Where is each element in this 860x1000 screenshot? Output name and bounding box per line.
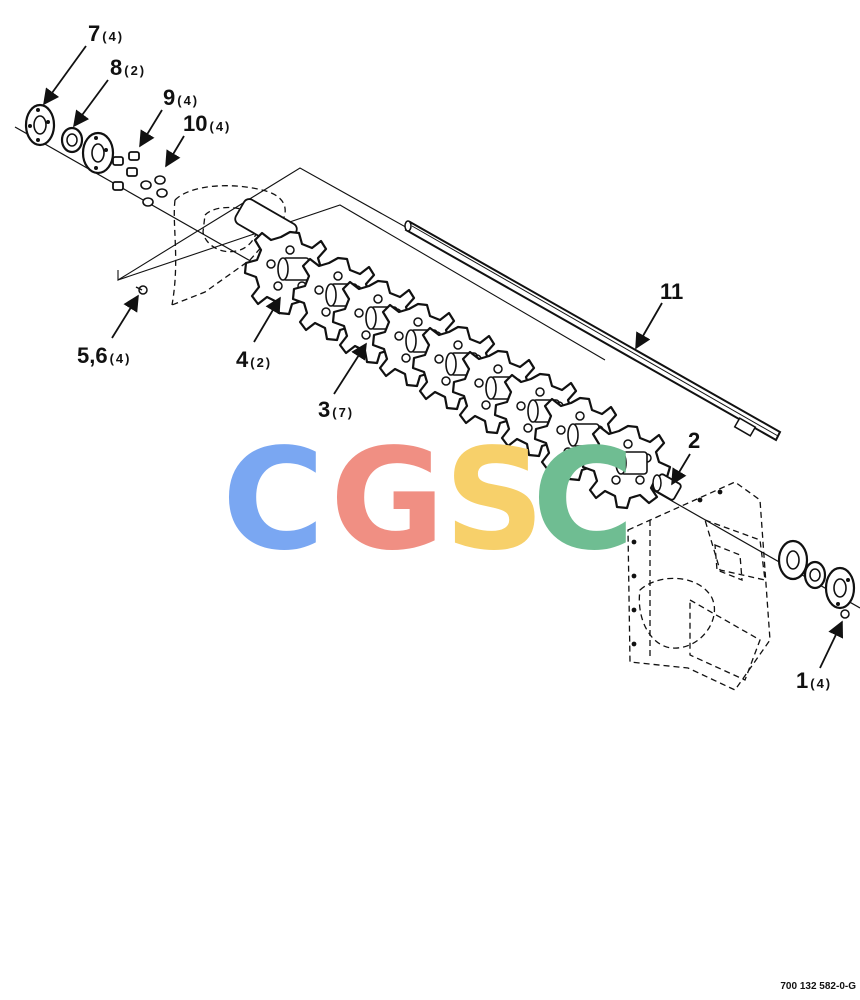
watermark-letter-g: G xyxy=(330,440,445,560)
callout-10: 10(4) xyxy=(183,113,231,135)
right-frame-bolts xyxy=(631,489,723,647)
watermark-letter-c2: C xyxy=(532,440,635,560)
callout-11: 11 xyxy=(660,281,685,303)
callout-10-qty: (4) xyxy=(209,119,232,134)
callout-11-number: 11 xyxy=(660,279,684,304)
callout-3-qty: (7) xyxy=(332,405,355,420)
right-bearing-insert xyxy=(803,560,827,590)
mounting-bolt xyxy=(135,285,148,295)
watermark-letter-s: S xyxy=(444,440,545,560)
callout-1-qty: (4) xyxy=(810,676,833,691)
nut-group xyxy=(112,151,140,191)
callout-4: 4(2) xyxy=(236,349,272,371)
right-bearing-flange-outer xyxy=(824,566,856,610)
callout-8: 8(2) xyxy=(110,57,146,79)
callout-4-qty: (2) xyxy=(250,355,273,370)
right-frame-dashed xyxy=(627,481,771,691)
callout-10-number: 10 xyxy=(183,111,208,136)
leader-arrows xyxy=(43,45,844,669)
left-bearing-insert xyxy=(60,126,84,154)
callout-7-number: 7 xyxy=(88,21,101,46)
callout-1-number: 1 xyxy=(796,668,809,693)
callout-7: 7(4) xyxy=(88,23,124,45)
left-bearing-flange-inner xyxy=(81,131,115,175)
callout-8-number: 8 xyxy=(110,55,123,80)
callout-7-qty: (4) xyxy=(102,29,125,44)
right-bolt xyxy=(840,609,850,619)
callout-8-qty: (2) xyxy=(124,63,147,78)
washer-group xyxy=(140,175,168,207)
callout-9: 9(4) xyxy=(163,87,199,109)
callout-9-number: 9 xyxy=(163,85,176,110)
watermark-letter-c: C xyxy=(222,440,325,560)
callout-2-number: 2 xyxy=(688,428,701,453)
callout-3-number: 3 xyxy=(318,397,331,422)
callout-1: 1(4) xyxy=(796,670,832,692)
callout-3: 3(7) xyxy=(318,399,354,421)
cgsc-watermark: C G S C xyxy=(222,440,635,560)
callout-5-6: 5,6(4) xyxy=(77,345,131,367)
right-bearing-flange-inner xyxy=(777,539,809,581)
left-bearing-flange-outer xyxy=(24,103,56,147)
callout-5-6-number: 5,6 xyxy=(77,343,108,368)
callout-4-number: 4 xyxy=(236,347,249,372)
drawing-number: 700 132 582-0-G xyxy=(780,981,856,992)
hex-drive-shaft xyxy=(404,220,782,442)
callout-2: 2 xyxy=(688,430,702,452)
callout-5-6-qty: (4) xyxy=(109,351,132,366)
callout-9-qty: (4) xyxy=(177,93,200,108)
